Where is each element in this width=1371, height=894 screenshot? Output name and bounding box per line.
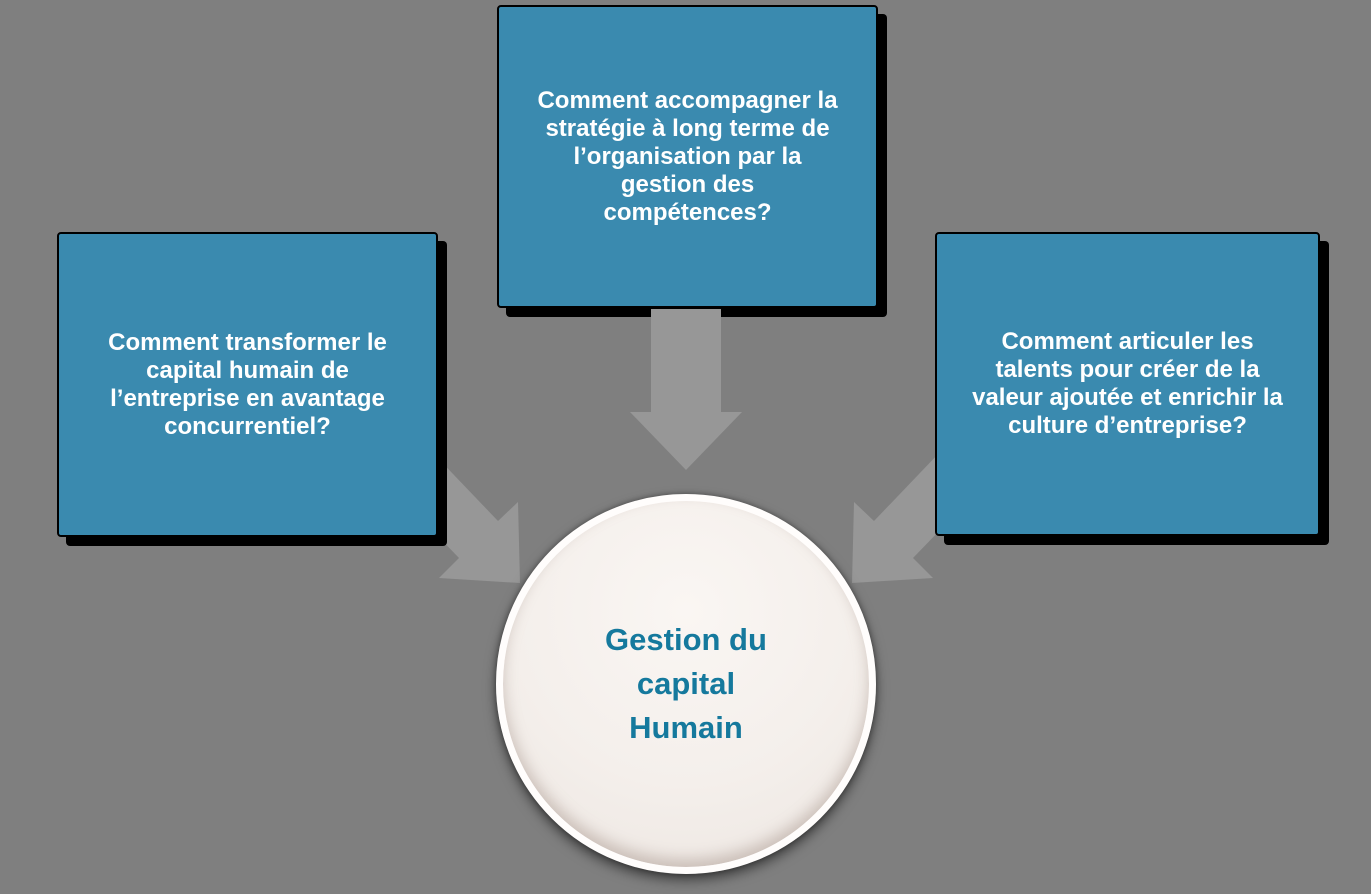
question-box-right: Comment articuler les talents pour créer… — [935, 232, 1320, 536]
center-circle-text: Gestion du capital Humain — [605, 622, 767, 745]
question-box-top-text: Comment accompagner la stratégie à long … — [537, 86, 838, 226]
center-circle: Gestion du capital Humain — [496, 494, 876, 874]
question-box-right-text: Comment articuler les talents pour créer… — [972, 328, 1283, 439]
question-box-left: Comment transformer le capital humain de… — [57, 232, 438, 537]
arrow-top-box-to-circle-icon — [630, 309, 742, 470]
question-box-top: Comment accompagner la stratégie à long … — [497, 5, 878, 308]
question-box-left-text: Comment transformer le capital humain de… — [108, 328, 387, 440]
